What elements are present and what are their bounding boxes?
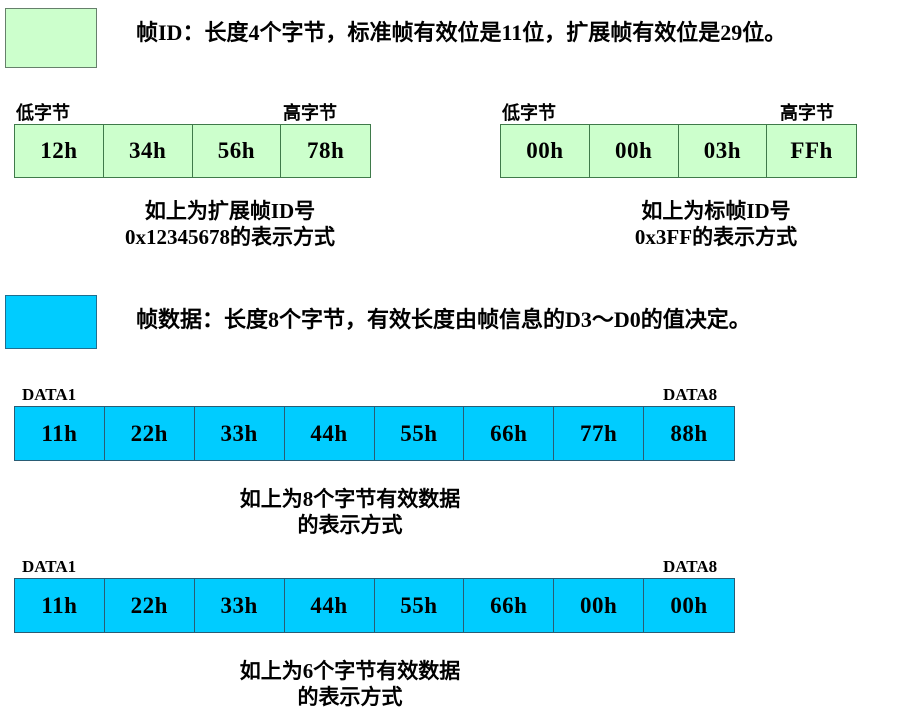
frame-data-legend-text: 帧数据：长度8个字节，有效长度由帧信息的D3～D0的值决定。 bbox=[136, 307, 751, 332]
caption-line: 0x12345678的表示方式 bbox=[125, 225, 335, 249]
byte-cell: FFh bbox=[767, 125, 856, 177]
frame-id-legend-swatch bbox=[5, 8, 97, 68]
byte-cell: 22h bbox=[104, 407, 195, 460]
extended-id-byte-table: 12h 34h 56h 78h bbox=[14, 124, 371, 178]
byte-cell: 22h bbox=[104, 579, 195, 632]
byte-cell: 12h bbox=[15, 125, 104, 177]
byte-cell: 33h bbox=[194, 407, 285, 460]
extended-id-caption: 如上为扩展帧ID号 0x12345678的表示方式 bbox=[80, 198, 380, 250]
byte-cell: 44h bbox=[284, 407, 375, 460]
standard-id-low-byte-label: 低字节 bbox=[502, 103, 556, 123]
extended-id-high-byte-label: 高字节 bbox=[283, 103, 337, 123]
byte-cell: 66h bbox=[464, 407, 555, 460]
frame-data-partial-table: 11h 22h 33h 44h 55h 66h 00h 00h bbox=[14, 578, 735, 633]
frame-data-legend-swatch bbox=[5, 295, 97, 349]
byte-cell: 66h bbox=[464, 579, 555, 632]
frame-data-partial-caption: 如上为6个字节有效数据 的表示方式 bbox=[190, 658, 510, 710]
caption-line: 如上为标帧ID号 bbox=[641, 199, 791, 223]
data-table-full-last-label: DATA8 bbox=[663, 385, 718, 404]
byte-cell: 03h bbox=[678, 125, 768, 177]
frame-id-legend-text: 帧ID：长度4个字节，标准帧有效位是11位，扩展帧有效位是29位。 bbox=[136, 20, 787, 45]
standard-id-byte-table: 00h 00h 03h FFh bbox=[500, 124, 857, 178]
byte-cell: 00h bbox=[554, 579, 645, 632]
caption-line: 如上为8个字节有效数据 bbox=[239, 487, 461, 511]
frame-data-full-table: 11h 22h 33h 44h 55h 66h 77h 88h bbox=[14, 406, 735, 461]
byte-cell: 55h bbox=[374, 407, 465, 460]
data-table-partial-first-label: DATA1 bbox=[22, 557, 77, 576]
data-table-partial-last-label: DATA8 bbox=[663, 557, 718, 576]
frame-data-full-caption: 如上为8个字节有效数据 的表示方式 bbox=[190, 486, 510, 538]
extended-id-low-byte-label: 低字节 bbox=[16, 103, 70, 123]
byte-cell: 44h bbox=[284, 579, 375, 632]
standard-id-caption: 如上为标帧ID号 0x3FF的表示方式 bbox=[566, 198, 866, 250]
byte-cell: 11h bbox=[15, 579, 105, 632]
byte-cell: 78h bbox=[281, 125, 370, 177]
caption-line: 0x3FF的表示方式 bbox=[634, 225, 798, 249]
byte-cell: 56h bbox=[192, 125, 282, 177]
caption-line: 的表示方式 bbox=[297, 685, 403, 709]
standard-id-high-byte-label: 高字节 bbox=[780, 103, 834, 123]
byte-cell: 77h bbox=[554, 407, 645, 460]
caption-line: 如上为6个字节有效数据 bbox=[239, 659, 461, 683]
byte-cell: 88h bbox=[644, 407, 734, 460]
data-table-full-first-label: DATA1 bbox=[22, 385, 77, 404]
byte-cell: 34h bbox=[103, 125, 193, 177]
byte-cell: 11h bbox=[15, 407, 105, 460]
byte-cell: 00h bbox=[589, 125, 679, 177]
byte-cell: 00h bbox=[644, 579, 734, 632]
byte-cell: 33h bbox=[194, 579, 285, 632]
byte-cell: 55h bbox=[374, 579, 465, 632]
byte-cell: 00h bbox=[501, 125, 590, 177]
caption-line: 如上为扩展帧ID号 bbox=[144, 199, 316, 223]
caption-line: 的表示方式 bbox=[297, 513, 403, 537]
